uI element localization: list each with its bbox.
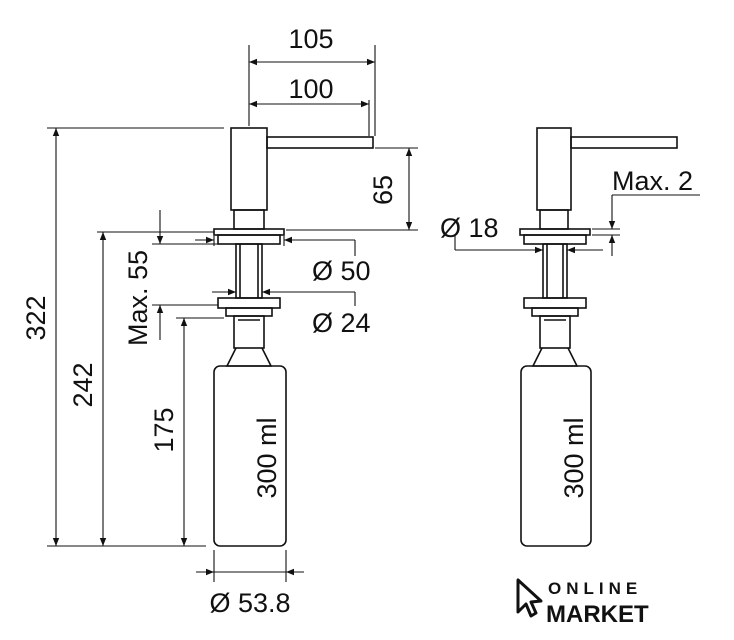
right-dispenser xyxy=(519,127,678,547)
left-dispenser xyxy=(213,127,374,547)
dim-dia24-label: Ø 24 xyxy=(312,308,371,338)
dim-dia53-8-label: Ø 53.8 xyxy=(209,588,290,618)
pump-head-right xyxy=(536,127,572,211)
dim-dia50-label: Ø 50 xyxy=(312,256,371,286)
spout-right xyxy=(570,136,678,149)
lower-flange xyxy=(217,234,281,245)
volume-left-label: 300 ml xyxy=(252,417,282,498)
left-dimensions xyxy=(47,45,418,582)
volume-right-label: 300 ml xyxy=(559,417,589,498)
pump-neck xyxy=(233,209,265,230)
spout xyxy=(266,136,374,149)
dim-max2-label: Max. 2 xyxy=(612,166,693,196)
dim-322-label: 322 xyxy=(21,295,51,340)
dim-dia18-label: Ø 18 xyxy=(440,213,499,243)
upper-flange-right xyxy=(519,228,591,236)
dim-100-label: 100 xyxy=(288,74,333,104)
dim-max55-label: Max. 55 xyxy=(123,250,153,346)
bottle xyxy=(213,365,287,547)
dim-242-label: 242 xyxy=(68,362,98,407)
upper-flange xyxy=(213,228,285,236)
online-market-logo: ONLINE MARKET xyxy=(516,578,649,628)
bottle-right xyxy=(520,365,592,547)
cursor-icon xyxy=(516,578,543,618)
right-dimensions xyxy=(454,194,700,256)
logo-line1: ONLINE xyxy=(548,579,642,598)
logo-line2: MARKET xyxy=(546,601,649,628)
dim-65-label: 65 xyxy=(368,175,398,205)
dim-105-label: 105 xyxy=(288,24,333,54)
mounting-nut xyxy=(217,297,281,309)
dim-175-label: 175 xyxy=(149,407,179,452)
bottle-cap xyxy=(233,315,265,349)
pump-head xyxy=(230,127,268,211)
